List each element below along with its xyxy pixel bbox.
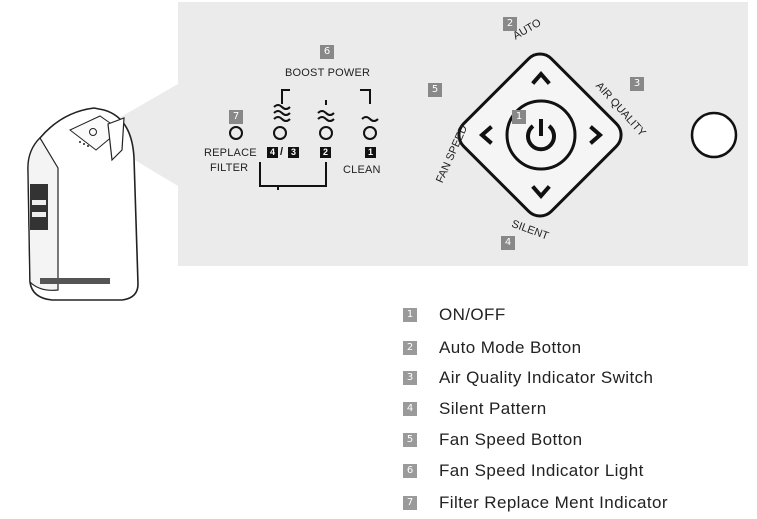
device-base xyxy=(40,278,110,284)
speed-group-bracket xyxy=(259,162,327,190)
speed-2-chip: 2 xyxy=(320,147,331,158)
legend-text: ON/OFF xyxy=(439,305,506,324)
device-vent xyxy=(30,184,48,230)
legend-item: 7 Filter Replace Ment Indicator xyxy=(403,493,743,513)
legend-item: 2 Auto Mode Botton xyxy=(403,338,743,358)
badge-7: 7 xyxy=(229,110,243,124)
speed-4-chip: 4 xyxy=(267,147,278,158)
legend-text: Fan Speed Indicator Light xyxy=(439,461,644,480)
speed-1-chip: 1 xyxy=(365,147,376,158)
badge-4: 4 xyxy=(501,236,515,250)
legend-badge: 7 xyxy=(403,496,417,510)
speed-slash: / xyxy=(280,146,284,158)
badge-6: 6 xyxy=(320,45,334,59)
callout-wedge xyxy=(112,84,178,186)
badge-3: 3 xyxy=(630,77,644,91)
device-led-dot xyxy=(83,143,85,145)
badge-2: 2 xyxy=(503,17,517,31)
device-led-dot xyxy=(87,145,89,147)
air-quality-arrow-right-icon xyxy=(589,125,604,145)
speed-4-3-led xyxy=(273,126,287,140)
legend-badge: 6 xyxy=(403,464,417,478)
legend-text: Fan Speed Botton xyxy=(439,430,583,449)
silent-arrow-down-icon xyxy=(531,185,551,200)
legend-badge: 2 xyxy=(403,341,417,355)
replace-filter-label-line1: REPLACE xyxy=(204,147,257,159)
boost-power-label: BOOST POWER xyxy=(285,67,371,79)
device-vent-slot xyxy=(32,200,46,205)
legend-text: Filter Replace Ment Indicator xyxy=(439,493,668,512)
replace-filter-label-line2: FILTER xyxy=(210,162,249,174)
legend-text: Auto Mode Botton xyxy=(439,338,582,357)
legend-item: 1 ON/OFF xyxy=(403,305,743,325)
auto-arrow-up-icon xyxy=(531,70,551,85)
device-vent-slot xyxy=(32,212,46,217)
device-top-button-icon xyxy=(89,128,97,136)
replace-filter-led xyxy=(229,126,243,140)
clean-label: CLEAN xyxy=(343,164,381,176)
fan-high-icon xyxy=(273,104,291,122)
round-button xyxy=(690,111,738,159)
power-button-ring xyxy=(505,99,577,171)
legend-item: 6 Fan Speed Indicator Light xyxy=(403,461,743,481)
speed-2-led xyxy=(319,126,333,140)
legend-item: 4 Silent Pattern xyxy=(403,399,743,419)
speed-1-led xyxy=(363,126,377,140)
legend-badge: 3 xyxy=(403,371,417,385)
badge-5: 5 xyxy=(428,83,442,97)
device-handle xyxy=(107,117,125,162)
legend-badge: 5 xyxy=(403,433,417,447)
badge-1: 1 xyxy=(512,110,526,124)
boost-power-bracket xyxy=(281,89,371,104)
fan-speed-arrow-left-icon xyxy=(478,125,493,145)
device-led-dot xyxy=(79,141,81,143)
speed-3-chip: 3 xyxy=(288,147,299,158)
power-icon xyxy=(526,124,556,152)
fan-low-icon xyxy=(361,116,379,122)
control-panel-zoom: 6 7 2 3 5 1 4 BOOST POWER REPLACE FILTER… xyxy=(178,2,748,266)
legend-item: 5 Fan Speed Botton xyxy=(403,430,743,450)
legend-badge: 1 xyxy=(403,308,417,322)
control-panel-diagram xyxy=(229,52,738,218)
legend-text: Air Quality Indicator Switch xyxy=(439,368,654,387)
legend-text: Silent Pattern xyxy=(439,399,547,418)
legend-item: 3 Air Quality Indicator Switch xyxy=(403,368,743,388)
legend-badge: 4 xyxy=(403,402,417,416)
fan-medium-icon xyxy=(317,100,335,122)
